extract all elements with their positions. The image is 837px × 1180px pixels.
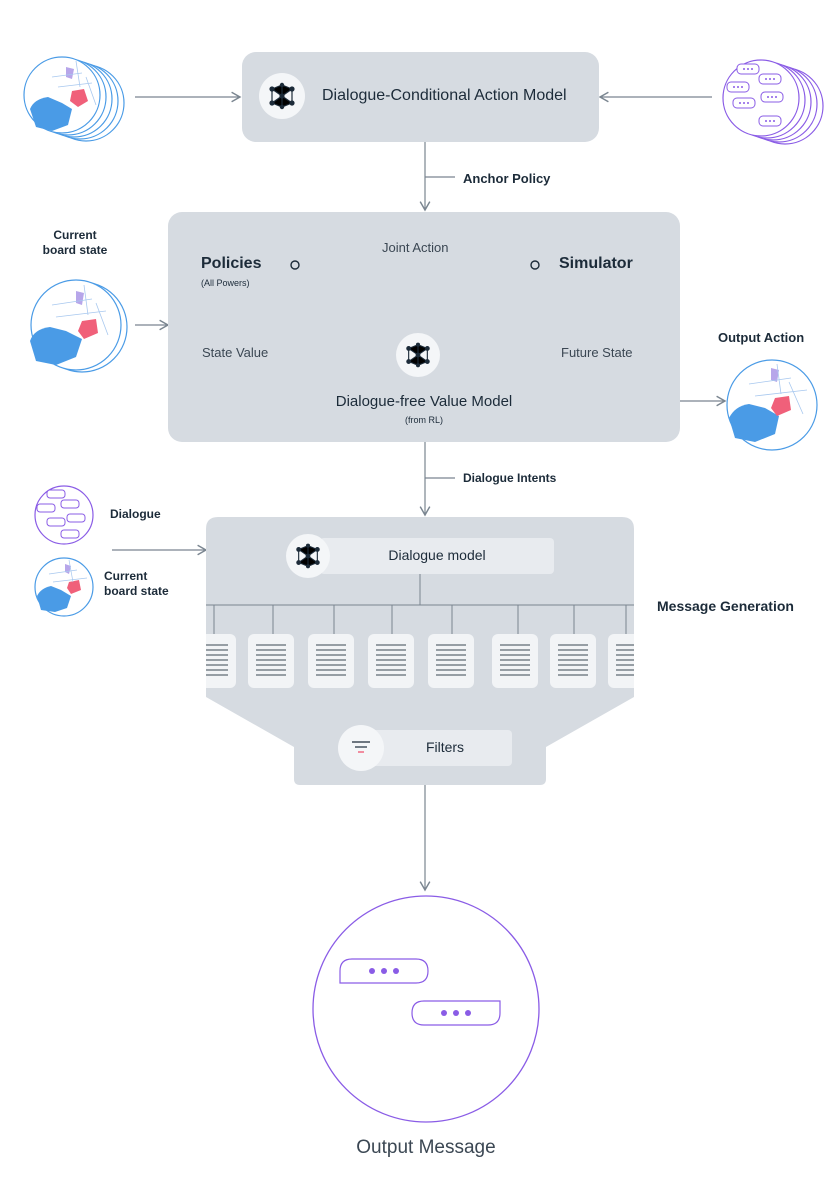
board-state-map-stack <box>23 56 125 142</box>
document-icon <box>608 634 634 688</box>
filters-pill <box>362 730 512 766</box>
future-state-label: Future State <box>561 345 633 360</box>
document-icon <box>308 634 354 688</box>
output-action-label: Output Action <box>718 330 805 345</box>
document-icon <box>248 634 294 688</box>
joint-action-label: Joint Action <box>382 240 449 255</box>
filter-icon <box>338 725 384 771</box>
planning-box: Policies (All Powers) Joint Action Simul… <box>168 212 680 442</box>
simulator-label: Simulator <box>559 255 633 272</box>
policies-label: Policies <box>201 255 262 272</box>
policies-sub-label: (All Powers) <box>201 278 250 288</box>
dialogue-model-pill <box>320 538 554 574</box>
europe-map-icon <box>30 60 97 131</box>
europe-map-icon <box>30 284 109 365</box>
document-icon <box>550 634 596 688</box>
dialogue-input-label: Dialogue <box>110 507 161 521</box>
filters-label: Filters <box>425 739 465 755</box>
document-icon <box>428 634 474 688</box>
dialogue-funnel <box>206 517 634 785</box>
dialogue-chat-icon <box>34 485 94 545</box>
chat-bubble-icon <box>411 1000 501 1026</box>
board-state-small-map <box>34 557 94 617</box>
neural-network-icon <box>396 333 440 377</box>
document-icon <box>492 634 538 688</box>
dialogue-intents-label: Dialogue Intents <box>463 471 557 485</box>
policies-node <box>290 260 300 270</box>
generated-messages-strip <box>206 632 634 692</box>
board-state-map-stack <box>30 279 128 373</box>
message-generation-label: Message Generation <box>657 598 794 614</box>
action-model-title: Dialogue-Conditional Action Model <box>322 87 567 104</box>
document-icon <box>206 634 236 688</box>
simulator-node <box>530 260 540 270</box>
neural-network-icon <box>286 534 330 578</box>
dialogue-chat-stack <box>722 59 824 145</box>
anchor-policy-label: Anchor Policy <box>463 171 551 186</box>
output-action-map <box>726 359 818 451</box>
state-value-label: State Value <box>202 345 269 360</box>
output-message-label: Output Message <box>356 1137 496 1158</box>
chat-bubble-icon <box>36 489 86 539</box>
dialogue-board-state-label: Current board state <box>104 569 169 598</box>
europe-map-icon <box>729 363 808 442</box>
neural-network-icon <box>259 73 305 119</box>
value-model-sub-label: (from RL) <box>405 415 443 425</box>
europe-map-icon <box>37 559 88 612</box>
chat-bubble-icon <box>339 958 429 984</box>
document-icon <box>368 634 414 688</box>
value-model-label: Dialogue-free Value Model <box>335 393 513 410</box>
dialogue-model-label: Dialogue model <box>388 547 486 563</box>
output-message-circle <box>312 895 540 1123</box>
action-model-box: Dialogue-Conditional Action Model <box>242 52 599 142</box>
current-board-state-label: Current board state <box>42 228 108 257</box>
